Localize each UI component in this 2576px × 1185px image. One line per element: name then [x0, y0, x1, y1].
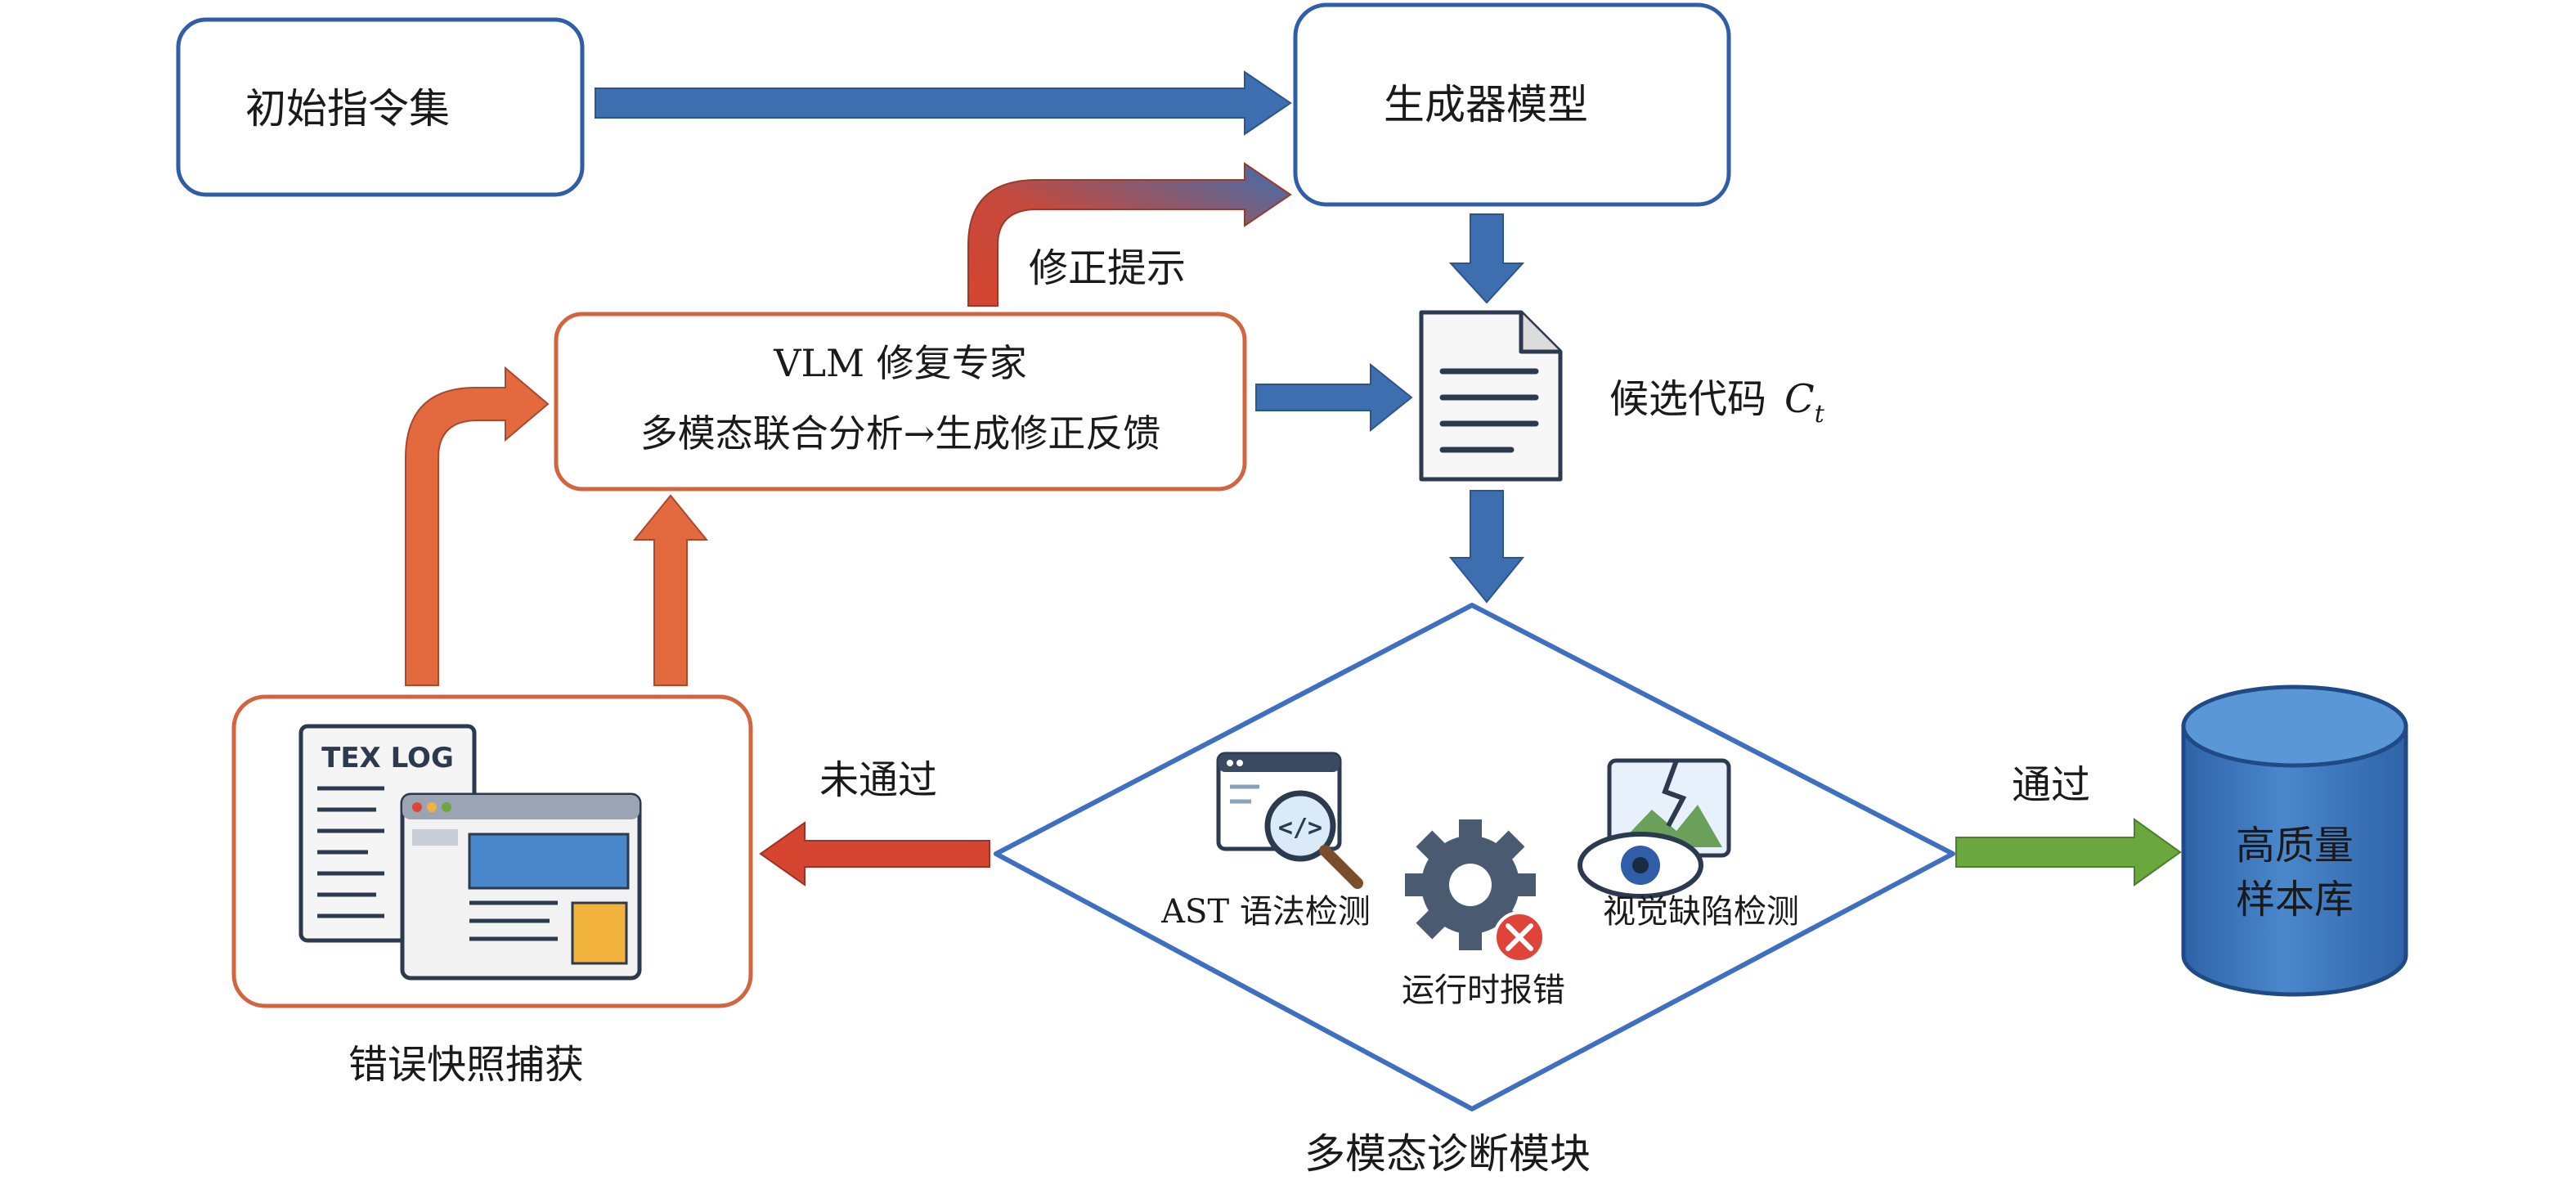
- svg-text:</>: </>: [1278, 814, 1322, 842]
- vlm-title: VLM 修复专家: [773, 341, 1027, 385]
- vlm-repair-expert-box: VLM 修复专家 多模态联合分析→生成修正反馈: [554, 312, 1247, 492]
- arrow-snapshot-to-vlm-bend: [405, 366, 550, 686]
- broken-image-eye-icon: [1577, 758, 1731, 899]
- document-icon: [1419, 310, 1563, 482]
- code-search-icon: </>: [1216, 752, 1363, 889]
- arrow-code-to-diagnosis: [1448, 490, 1525, 604]
- arrow-initial-to-generator: [595, 70, 1292, 136]
- arrow-passed: [1955, 818, 2182, 887]
- snapshot-label: 错误快照捕获: [348, 1042, 584, 1088]
- passed-label: 通过: [2012, 762, 2090, 808]
- gear-error-icon: [1405, 819, 1546, 963]
- arrow-vlm-to-code: [1255, 362, 1413, 433]
- diagnosis-title: 多模态诊断模块: [1304, 1130, 1591, 1178]
- library-label-line1: 高质量: [2236, 823, 2354, 869]
- fix-hint-label: 修正提示: [1029, 245, 1186, 291]
- not-passed-label: 未通过: [819, 757, 937, 803]
- generator-model-box: 生成器模型: [1293, 2, 1731, 207]
- database-cylinder-icon: 高质量 样本库: [2181, 685, 2408, 997]
- arrow-fix-hint: [967, 162, 1292, 307]
- tex-log-text: TEX LOG: [321, 742, 454, 774]
- visual-check-label: 视觉缺陷检测: [1603, 893, 1799, 931]
- runtime-error-label: 运行时报错: [1402, 972, 1565, 1009]
- generator-model-label: 生成器模型: [1384, 81, 1588, 128]
- browser-window-icon: [400, 792, 642, 981]
- arrow-not-passed: [759, 821, 990, 887]
- ast-check-label: AST 语法检测: [1160, 893, 1371, 931]
- arrow-generator-to-code: [1448, 213, 1525, 304]
- initial-instructions-label: 初始指令集: [245, 85, 450, 132]
- library-label-line2: 样本库: [2236, 877, 2354, 922]
- arrow-snapshot-to-vlm-straight: [632, 494, 709, 686]
- vlm-subtitle: 多模态联合分析→生成修正反馈: [640, 411, 1161, 456]
- initial-instructions-box: 初始指令集: [176, 17, 585, 197]
